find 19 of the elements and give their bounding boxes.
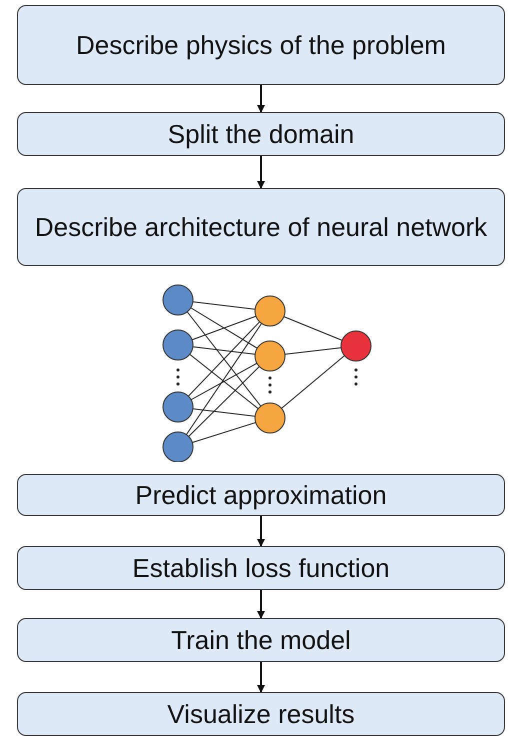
process-box xyxy=(17,188,505,266)
step-label: Visualize results xyxy=(167,700,355,728)
process-box xyxy=(17,546,505,590)
step-label: Train the model xyxy=(171,626,351,654)
process-box xyxy=(17,5,505,85)
arrow xyxy=(257,516,265,547)
process-box xyxy=(17,692,505,736)
process-box xyxy=(17,618,505,662)
arrow xyxy=(257,590,265,619)
arrow xyxy=(257,85,265,113)
process-box xyxy=(17,112,505,156)
arrow xyxy=(257,156,265,189)
step-label: Predict approximation xyxy=(135,480,387,510)
step-label: Split the domain xyxy=(168,120,354,148)
process-box xyxy=(17,474,505,516)
arrow xyxy=(257,662,265,693)
step-label: Describe physics of the problem xyxy=(76,30,446,60)
step-label: Establish loss function xyxy=(132,554,390,582)
step-label: Describe architecture of neural network xyxy=(34,212,488,242)
